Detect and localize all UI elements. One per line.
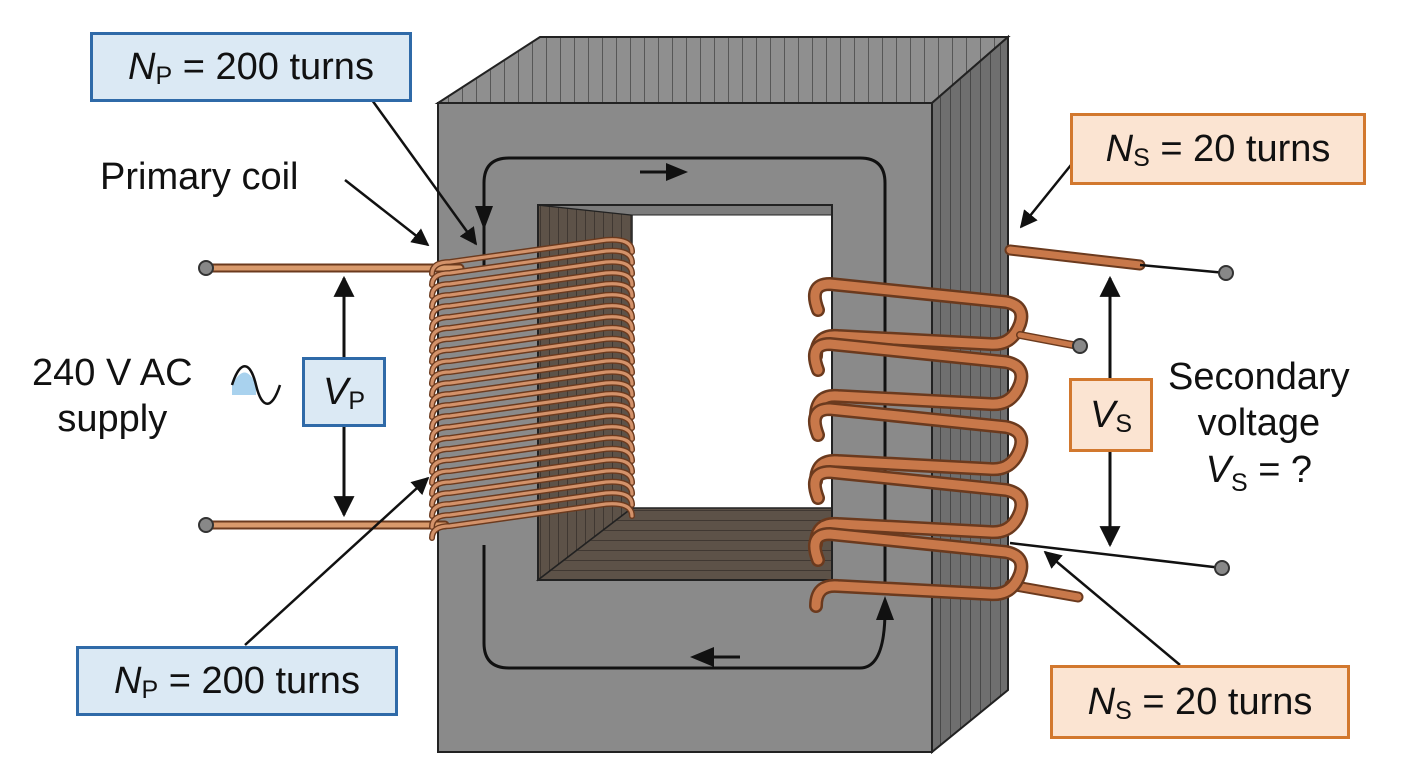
primary-turns-symbol: N: [114, 659, 142, 702]
terminal-secondary-bottom: [1214, 560, 1230, 576]
secondary-label-line1: Secondary: [1168, 356, 1350, 398]
secondary-voltage-subscript: S: [1115, 409, 1133, 438]
secondary-turns-symbol: N: [1105, 127, 1134, 170]
secondary-coil: [808, 244, 1227, 613]
ac-supply-line1: 240 V AC: [32, 352, 193, 394]
sine-wave-icon: [230, 365, 282, 405]
flux-arrow-bottom-head: [690, 647, 714, 667]
primary-coil-label: Primary coil: [100, 156, 299, 198]
flux-arrow-top-head: [666, 163, 688, 181]
ac-supply-line2: supply: [57, 398, 168, 441]
flux-arrow-right-head: [876, 596, 894, 620]
leader-np-top: [370, 99, 478, 246]
primary-turns-text: = 200 turns: [168, 659, 360, 702]
primary-turns-text: = 200 turns: [182, 45, 374, 88]
primary-voltage-subscript: P: [348, 386, 366, 415]
magnetic-flux-path: [482, 156, 887, 590]
secondary-voltage-symbol: V: [1089, 393, 1116, 436]
primary-turns-subscript: P: [155, 61, 173, 90]
core-side-face: [931, 34, 1009, 755]
primary-voltage-symbol: V: [322, 370, 349, 413]
ac-supply-label: 240 V AC supply: [32, 350, 193, 443]
secondary-label-subscript: S: [1230, 468, 1248, 497]
secondary-turns-subscript: S: [1115, 696, 1132, 725]
primary-turns-subscript: P: [141, 675, 159, 704]
secondary-turns-text: = 20 turns: [1142, 680, 1313, 723]
terminal-primary-top: [198, 260, 214, 276]
secondary-turns-symbol: N: [1087, 680, 1116, 723]
leader-ns-bottom: [1043, 550, 1181, 666]
leader-arrows: [244, 99, 1181, 666]
primary-turns-symbol: N: [128, 45, 156, 88]
secondary-label-line2: voltage: [1197, 402, 1321, 445]
terminal-secondary-top: [1218, 265, 1234, 281]
leader-np-bottom: [244, 476, 430, 646]
terminal-primary-bottom: [198, 517, 214, 533]
secondary-turns-text: = 20 turns: [1160, 127, 1331, 170]
secondary-turns-subscript: S: [1133, 143, 1150, 172]
leader-primary-coil: [344, 179, 430, 247]
terminal-secondary-mid: [1072, 338, 1088, 354]
secondary-label-symbol: V: [1205, 448, 1231, 491]
secondary-label-line3: VS = ?: [1168, 447, 1350, 497]
secondary-label-text: = ?: [1258, 448, 1313, 491]
leader-ns-top: [1019, 159, 1076, 229]
primary-coil: [201, 236, 635, 541]
flux-arrow-left-head: [475, 206, 493, 230]
core-top-face: [434, 36, 1011, 104]
secondary-voltage-label: Secondary voltage VS = ?: [1168, 354, 1350, 497]
terminals: [198, 260, 1234, 576]
